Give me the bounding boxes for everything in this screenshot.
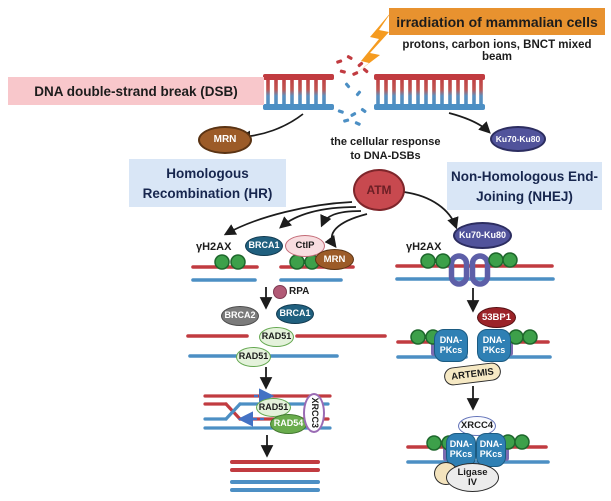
xrcc3-label: XRCC3	[309, 397, 320, 429]
cellular-response-line1: the cellular response	[330, 136, 441, 148]
dna-pkcs-node: DNA-PKcs	[434, 329, 468, 362]
cellular-response-note: the cellular response to DNA-DSBs	[313, 135, 458, 164]
gamma-h2ax-label-hr: γH2AX	[196, 241, 232, 253]
beam-subtitle: protons, carbon ions, BNCT mixed beam	[402, 39, 592, 63]
dna-pkcs-node-2: DNA-PKcs	[477, 329, 511, 362]
branch-migration-arrows	[237, 388, 275, 427]
arrow-atm-to-mrn	[324, 213, 368, 249]
dna-pkcs-node-4: DNA-PKcs	[476, 433, 506, 467]
arrow-atm-to-brca1	[279, 206, 357, 229]
xrcc3-node: XRCC3	[303, 393, 325, 433]
arrow-dna-to-mrn	[238, 113, 304, 143]
53bp1-node: 53BP1	[477, 307, 516, 328]
dna-ladder-backbones	[263, 74, 485, 110]
mrn-node: MRN	[198, 126, 252, 154]
arrow-atm-to-ctip	[320, 210, 362, 228]
dna-ladder	[266, 78, 483, 106]
nhej-pathway-box: Non-Homologous End-Joining (NHEJ)	[447, 162, 602, 210]
rad54-node: RAD54	[270, 414, 307, 434]
lightning-bolt-icon	[351, 11, 392, 77]
hr-dna-strands	[186, 265, 387, 358]
atm-signalling-arrows	[223, 191, 459, 249]
arrow-atm-to-ku	[403, 191, 459, 230]
rad51-node: RAD51	[259, 327, 294, 347]
irradiation-banner: irradiation of mammalian cells	[389, 8, 605, 35]
dna-pkcs-node-3: DNA-PKcs	[446, 433, 476, 467]
atm-node: ATM	[353, 169, 405, 211]
cellular-response-line2: to DNA-DSBs	[350, 150, 421, 163]
mrn-node-2: MRN	[315, 249, 354, 270]
rpa-label: RPA	[289, 286, 310, 297]
break-response-arrows	[238, 112, 491, 143]
ku70-ku80-node-2: Ku70-Ku80	[453, 222, 512, 249]
brca1-node: BRCA1	[245, 236, 283, 256]
hr-pathway-box: Homologous Recombination (HR)	[129, 159, 286, 207]
arrow-atm-to-gh2ax	[223, 201, 353, 236]
brca1-node-2: BRCA1	[276, 304, 314, 324]
ctip-node: CtIP	[285, 235, 325, 257]
dsb-banner: DNA double-strand break (DSB)	[8, 77, 264, 105]
gamma-h2ax-label-nhej: γH2AX	[406, 241, 442, 253]
dna-break-debris	[336, 55, 369, 126]
ligase-iv-node: Ligase IV	[446, 463, 499, 492]
repaired-dna-hr	[230, 460, 320, 492]
ku-ring-icons	[448, 253, 491, 287]
xrcc4-node: XRCC4	[458, 416, 496, 436]
rad51-node-2: RAD51	[236, 347, 271, 367]
pathway-step-arrows	[259, 287, 480, 458]
ku70-ku80-node: Ku70-Ku80	[490, 126, 546, 152]
rpa-icon	[273, 285, 287, 299]
arrow-dna-to-ku	[448, 112, 491, 134]
brca2-node: BRCA2	[221, 306, 259, 326]
